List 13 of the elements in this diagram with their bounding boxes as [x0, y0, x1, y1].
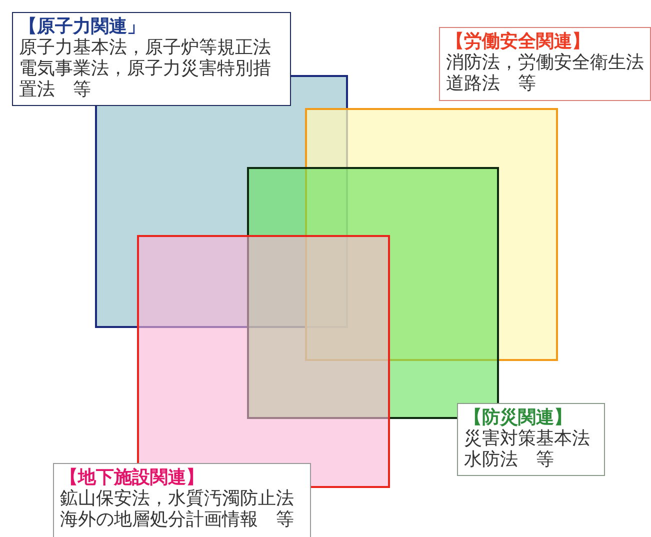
- text-box: [53, 463, 311, 537]
- text-box: [457, 403, 605, 476]
- category-heading: 【原子力関連」: [19, 16, 146, 37]
- law-list: 消防法，労働安全衛生法道路法 等: [446, 52, 644, 94]
- category-heading: 【地下施設関連】: [60, 467, 205, 488]
- law-list: 原子力基本法，原子炉等規正法電気事業法，原子力災害特別措置法 等: [19, 37, 284, 100]
- text-box: [439, 27, 651, 101]
- text-box: [12, 12, 291, 106]
- law-list: 災害対策基本法水防法 等: [464, 428, 598, 470]
- law-list: 鉱山保安法，水質汚濁防止法海外の地層処分計画情報 等: [60, 488, 304, 530]
- category-heading: 【防災関連】: [464, 407, 573, 428]
- square-area: [305, 108, 558, 361]
- category-heading: 【労働安全関連】: [446, 31, 591, 52]
